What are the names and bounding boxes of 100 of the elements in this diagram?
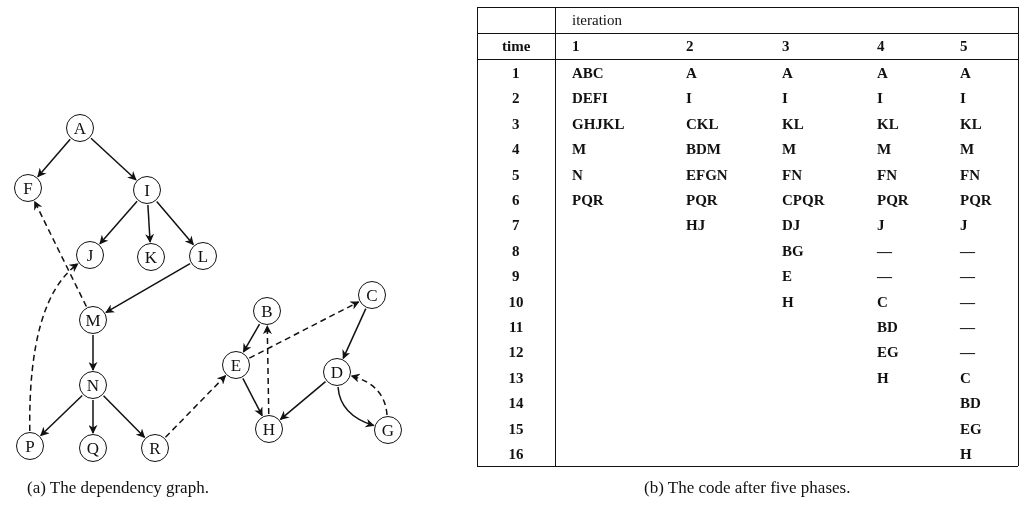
row-number: 13 xyxy=(508,370,524,386)
table-cell: C xyxy=(960,370,971,386)
table-cell: H xyxy=(782,294,794,310)
arrow xyxy=(155,200,195,246)
table-cell: — xyxy=(877,243,892,259)
arrow xyxy=(242,377,263,417)
table-cell: — xyxy=(960,294,975,310)
table-cell: M xyxy=(960,142,975,158)
arrow xyxy=(37,138,71,178)
dashed-arrow xyxy=(164,375,227,438)
table-cell: M xyxy=(877,142,892,158)
row-number: 10 xyxy=(508,294,524,310)
table-header: iteration xyxy=(572,13,622,28)
node-circle: L xyxy=(189,242,217,270)
table-cell: DJ xyxy=(782,218,801,234)
arrow xyxy=(102,394,146,439)
table-cell: GHJKL xyxy=(572,116,625,132)
node-circle: H xyxy=(255,415,283,443)
table-cell: CPQR xyxy=(782,193,825,208)
table-cell: C xyxy=(877,294,888,310)
dashed-arrow xyxy=(33,200,88,308)
dashed-arrow xyxy=(262,325,272,415)
node-circle: J xyxy=(76,241,104,269)
arrow xyxy=(279,380,327,421)
node-circle: G xyxy=(374,416,402,444)
table-cell: 4 xyxy=(877,39,885,54)
row-number: 2 xyxy=(512,91,520,107)
table-cell: I xyxy=(960,91,966,107)
table-cell: KL xyxy=(782,116,804,132)
table-cell: I xyxy=(686,91,692,107)
table-cell: KL xyxy=(960,116,982,132)
node-circle: D xyxy=(323,358,351,386)
table-cell: 2 xyxy=(686,39,694,54)
node-circle: C xyxy=(358,281,386,309)
row-number: 16 xyxy=(508,447,524,462)
table-cell: BD xyxy=(877,320,898,335)
table-cell: BD xyxy=(960,396,981,412)
node-circle: E xyxy=(222,351,250,379)
table-cell: PQR xyxy=(572,193,604,208)
row-number: 8 xyxy=(512,243,520,259)
table-cell: BG xyxy=(782,243,804,259)
row-number: 14 xyxy=(508,396,524,412)
row-number: 6 xyxy=(512,193,520,208)
table-cell: — xyxy=(960,243,975,259)
table-cell: 5 xyxy=(960,39,968,54)
arrow xyxy=(145,204,155,243)
table-cell: A xyxy=(877,66,888,81)
table-cell: FN xyxy=(877,167,897,183)
row-number: 3 xyxy=(512,116,520,132)
table-cell: — xyxy=(877,269,892,285)
arrow xyxy=(342,307,367,360)
node-circle: M xyxy=(79,306,107,334)
table-cell: PQR xyxy=(877,193,909,208)
table-cell: CKL xyxy=(686,116,719,132)
table-cell: J xyxy=(960,218,968,234)
table-cell: M xyxy=(782,142,797,158)
table-cell: KL xyxy=(877,116,899,132)
table-cell: 1 xyxy=(572,39,580,54)
table-cell: — xyxy=(960,320,975,335)
dashed-arrow xyxy=(350,374,388,416)
table-cell: N xyxy=(572,167,583,183)
arrow xyxy=(88,334,98,371)
table-cell: — xyxy=(960,269,975,285)
node-circle: R xyxy=(141,434,169,462)
arrow xyxy=(105,262,191,314)
arrow xyxy=(242,323,261,353)
table-cell: A xyxy=(960,66,971,81)
table-cell: A xyxy=(782,66,793,81)
arrow xyxy=(40,394,83,437)
figure-caption: (a) The dependency graph. xyxy=(27,478,209,498)
figure-caption: (b) The code after five phases. xyxy=(644,478,851,498)
table-cell: PQR xyxy=(686,193,718,208)
node-circle: F xyxy=(14,174,42,202)
arrow xyxy=(88,399,98,434)
table-cell: ABC xyxy=(572,66,604,81)
row-number: 9 xyxy=(512,269,520,285)
arrow xyxy=(99,200,138,245)
table-cell: J xyxy=(877,218,885,234)
table-cell: — xyxy=(960,345,975,361)
row-number: 7 xyxy=(512,218,520,234)
arrow xyxy=(90,137,137,181)
dashed-arrow xyxy=(29,263,79,432)
table-cell: E xyxy=(782,269,792,285)
table-cell: EG xyxy=(960,421,982,437)
table-cell: 3 xyxy=(782,39,790,54)
node-circle: Q xyxy=(79,434,107,462)
node-circle: N xyxy=(79,371,107,399)
row-number: 15 xyxy=(508,421,524,437)
table-cell: EFGN xyxy=(686,167,728,183)
row-number: 11 xyxy=(509,320,524,335)
table-cell: I xyxy=(877,91,883,107)
table-cell: time xyxy=(502,39,531,54)
row-number: 1 xyxy=(512,66,520,81)
table-cell: M xyxy=(572,142,587,158)
table-cell: EG xyxy=(877,345,899,361)
table-cell: PQR xyxy=(960,193,992,208)
node-circle: A xyxy=(66,114,94,142)
table-cell: H xyxy=(877,370,889,386)
node-circle: I xyxy=(133,176,161,204)
node-circle: B xyxy=(253,297,281,325)
